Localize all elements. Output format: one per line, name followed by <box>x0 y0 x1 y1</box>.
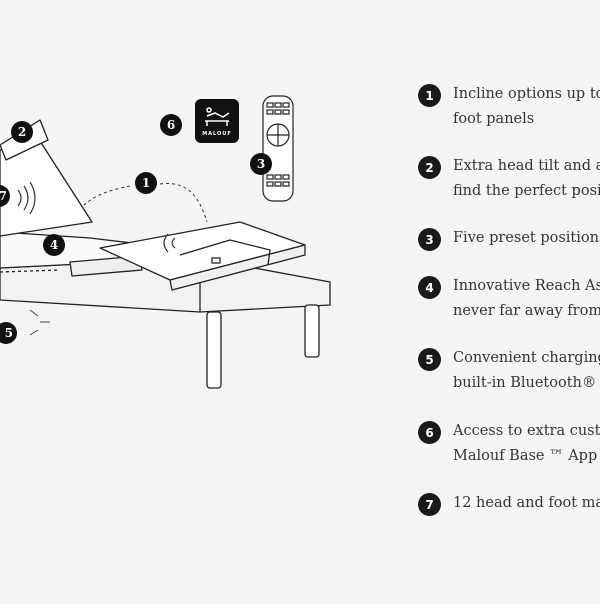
feature-number: 5 <box>418 348 441 371</box>
adjustable-bed-drawing <box>0 95 331 389</box>
feature-1: 1 Incline options up to foot panels <box>418 84 600 132</box>
marker-7: 7 <box>0 185 10 207</box>
marker-4: 4 <box>43 234 65 256</box>
logo-text: MALOUF <box>202 131 232 137</box>
feature-text: Extra head tilt and ad <box>453 158 600 174</box>
feature-number: 4 <box>418 276 441 299</box>
feature-7: 7 12 head and foot mass <box>418 493 600 516</box>
feature-number: 2 <box>418 156 441 179</box>
feature-text: never far away from t <box>453 303 600 319</box>
feature-2: 2 Extra head tilt and ad find the perfect… <box>418 156 600 204</box>
feature-text: Five preset positions <box>453 230 600 246</box>
feature-4: 4 Innovative Reach Ass never far away fro… <box>418 276 600 324</box>
feature-number: 6 <box>418 421 441 444</box>
feature-number: 1 <box>418 84 441 107</box>
remote-control <box>262 95 294 202</box>
marker-5: 5 <box>0 322 17 344</box>
feature-number: 7 <box>418 493 441 516</box>
marker-2: 2 <box>11 121 33 143</box>
bed-icon <box>205 107 230 126</box>
malouf-app-logo: MALOUF <box>195 99 239 143</box>
feature-text: Innovative Reach Ass <box>453 278 600 294</box>
feature-text: built-in Bluetooth® <box>453 375 597 391</box>
feature-text: find the perfect positi <box>453 183 600 199</box>
feature-5: 5 Convenient charging built-in Bluetooth® <box>418 348 600 396</box>
feature-text: foot panels <box>453 111 535 127</box>
marker-3: 3 <box>250 153 272 175</box>
bed-illustration: MALOUF 1 2 3 4 5 6 7 <box>0 95 331 389</box>
feature-text: 12 head and foot mass <box>453 495 600 511</box>
feature-text: Convenient charging <box>453 350 600 366</box>
marker-1: 1 <box>135 172 157 194</box>
feature-6: 6 Access to extra custonMalouf Base ™ Ap… <box>418 421 600 469</box>
feature-number: 3 <box>418 228 441 251</box>
marker-6: 6 <box>160 114 182 136</box>
feature-3: 3 Five preset positions <box>418 228 600 251</box>
feature-text: Incline options up to <box>453 86 600 102</box>
feature-text: Access to extra custon <box>453 423 600 439</box>
feature-text: Malouf Base ™ App <box>453 448 598 464</box>
